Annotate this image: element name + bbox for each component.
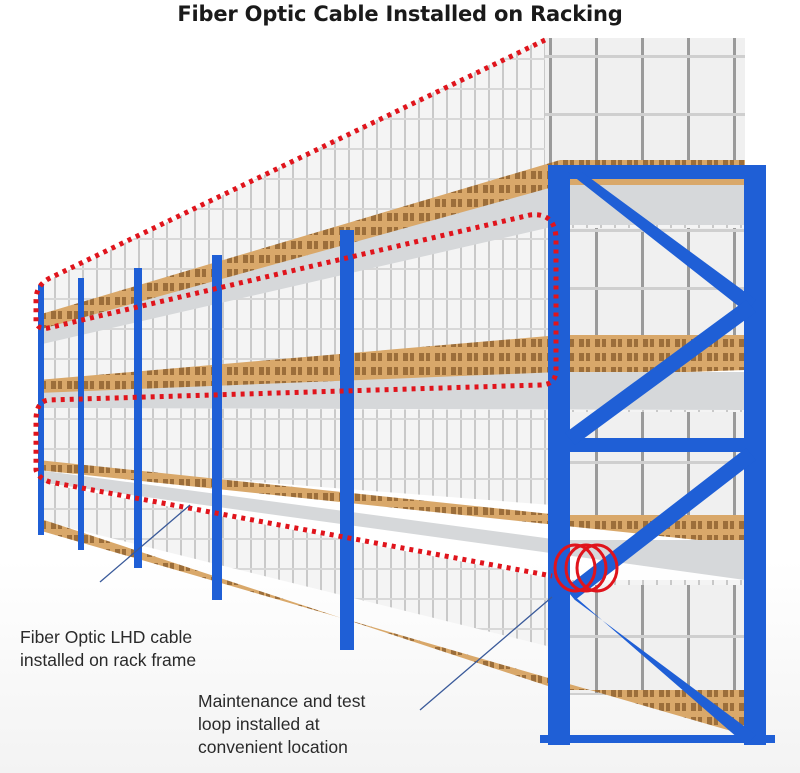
rack-uprights bbox=[38, 165, 775, 745]
annotation-cable-line: Fiber Optic LHD cable bbox=[20, 627, 193, 647]
annotation-pointers bbox=[99, 504, 553, 711]
cable-pointer bbox=[99, 504, 191, 583]
annotation-cable-line: installed on rack frame bbox=[20, 650, 197, 670]
diagram-title: Fiber Optic Cable Installed on Racking bbox=[177, 2, 623, 26]
annotation-loop-line: convenient location bbox=[198, 737, 348, 757]
loop-pointer bbox=[419, 596, 553, 711]
annotation-loop: Maintenance and test loop installed at c… bbox=[198, 690, 365, 759]
annotation-loop-line: loop installed at bbox=[198, 714, 320, 734]
maintenance-loop-coil bbox=[553, 543, 619, 593]
annotation-cable: Fiber Optic LHD cable installed on rack … bbox=[20, 626, 196, 672]
fiber-optic-cable-route bbox=[33, 37, 559, 579]
annotation-loop-line: Maintenance and test bbox=[198, 691, 366, 711]
